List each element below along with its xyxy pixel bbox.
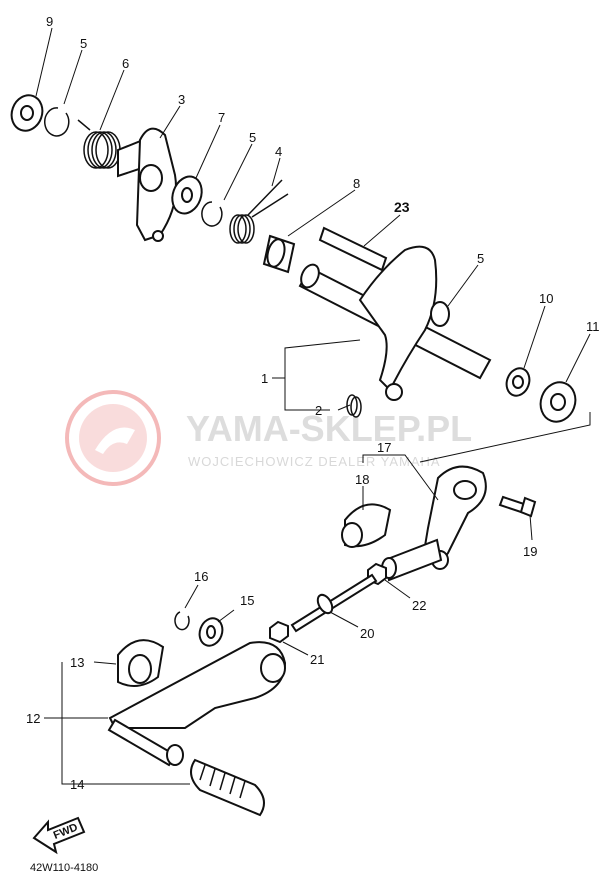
label-22: 22: [412, 598, 426, 613]
watermark-title: YAMA-SKLEP.PL: [186, 408, 472, 449]
part-5-circlip-a: [44, 107, 70, 137]
label-9: 9: [46, 14, 53, 29]
label-16: 16: [194, 569, 208, 584]
label-17: 17: [377, 440, 391, 455]
part-12-shift-pedal: [107, 641, 287, 767]
part-10-oil-seal: [505, 367, 531, 397]
part-20-rod: [290, 573, 378, 633]
part-23-pin: [318, 226, 388, 272]
label-5-a: 5: [80, 36, 87, 51]
part-5-circlip-b: [201, 201, 223, 227]
label-19: 19: [523, 544, 537, 559]
part-labels: 9 5 6 3 7 5 4 8 23 5 10 11 1 2 17 18 19 …: [26, 14, 600, 874]
label-18: 18: [355, 472, 369, 487]
part-7-washer: [171, 175, 203, 215]
label-5-b: 5: [249, 130, 256, 145]
part-21-nut: [269, 620, 289, 644]
label-4: 4: [275, 144, 282, 159]
part-11-oil-seal: [539, 381, 577, 423]
label-15: 15: [240, 593, 254, 608]
part-16-circlip: [174, 611, 190, 631]
part-17-shift-arm: [381, 465, 487, 582]
label-11: 11: [586, 319, 600, 334]
part-4-return-spring: [229, 179, 289, 244]
part-3-shift-arm: [117, 127, 177, 242]
part-13-boss: [117, 639, 165, 687]
part-1-shift-shaft-assembly: [298, 245, 492, 401]
fwd-arrow-icon: FWD: [32, 816, 86, 855]
label-20: 20: [360, 626, 374, 641]
label-6: 6: [122, 56, 129, 71]
watermark-subtitle: WOJCIECHOWICZ DEALER YAMAHA: [188, 454, 441, 469]
part-14-pedal-rubber: [190, 758, 265, 817]
leader-lines: [35, 27, 591, 785]
label-12: 12: [26, 711, 40, 726]
label-23: 23: [394, 199, 410, 215]
label-10: 10: [539, 291, 553, 306]
part-18-joint: [341, 503, 392, 548]
label-5-c: 5: [477, 251, 484, 266]
part-9-washer: [10, 94, 44, 132]
part-15-washer: [198, 617, 224, 647]
watermark-logo: [65, 390, 161, 486]
label-8: 8: [353, 176, 360, 191]
label-21: 21: [310, 652, 324, 667]
label-1: 1: [261, 371, 268, 386]
part-8-collar: [262, 234, 296, 274]
part-19-bolt: [498, 495, 537, 518]
watermark: YAMA-SKLEP.PL WOJCIECHOWICZ DEALER YAMAH…: [65, 390, 472, 486]
diagram-code: 42W110-4180: [30, 862, 98, 874]
label-13: 13: [70, 655, 84, 670]
label-14: 14: [70, 777, 84, 792]
label-7: 7: [218, 110, 225, 125]
label-2: 2: [315, 403, 322, 418]
part-6-torsion-spring: [77, 119, 121, 169]
label-3: 3: [178, 92, 185, 107]
part-2-spring: [346, 394, 362, 418]
